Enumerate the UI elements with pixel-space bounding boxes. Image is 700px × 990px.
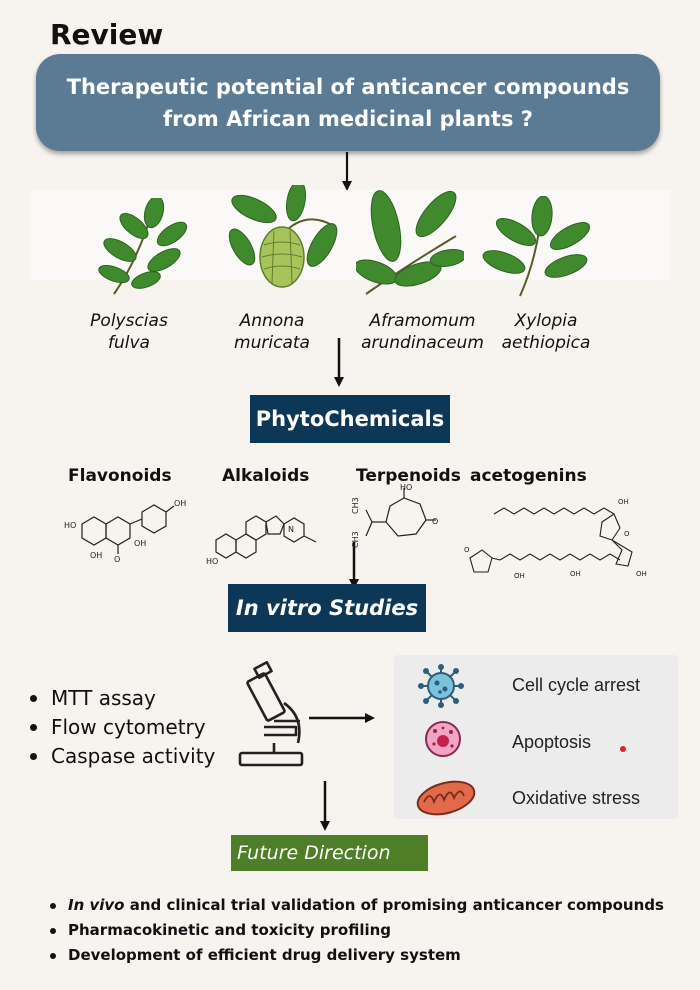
virus-cell-icon bbox=[418, 664, 464, 708]
microscope-icon bbox=[238, 661, 304, 767]
invitro-studies-box: In vitro Studies bbox=[228, 584, 426, 632]
svg-text:HO: HO bbox=[206, 557, 218, 566]
acetogenin-structure-icon: OH OH OH OH O O bbox=[464, 498, 647, 580]
svg-text:O: O bbox=[464, 546, 470, 554]
apoptotic-cell-icon bbox=[425, 721, 461, 757]
plant-name-polyscias: Polyscias fulva bbox=[90, 311, 168, 353]
leafy-branch-icon bbox=[98, 198, 188, 295]
direction-item: Development of efficient drug delivery s… bbox=[50, 943, 664, 968]
red-dot-marker bbox=[620, 746, 626, 752]
svg-text:OH: OH bbox=[618, 498, 629, 506]
plant-name-aframomum: Aframomum arundinaceum bbox=[361, 311, 484, 353]
svg-text:HO: HO bbox=[400, 484, 412, 492]
svg-text:OH: OH bbox=[174, 499, 186, 508]
svg-text:OH: OH bbox=[90, 551, 102, 560]
future-direction-box: Future Direction bbox=[231, 835, 428, 871]
future-direction-label: Future Direction bbox=[237, 842, 391, 864]
xylopia-leaf-icon bbox=[482, 196, 591, 297]
question-banner: Therapeutic potential of anticancer comp… bbox=[36, 54, 660, 151]
phytochemicals-box: PhytoChemicals bbox=[250, 395, 450, 443]
svg-text:N: N bbox=[288, 525, 294, 534]
class-acetogenins: acetogenins bbox=[470, 466, 587, 486]
alkaloid-structure-icon: HO N bbox=[206, 515, 317, 566]
assay-item: Caspase activity bbox=[28, 742, 215, 771]
aframomum-leaf-icon bbox=[356, 190, 464, 295]
plant-name-annona: Annona muricata bbox=[234, 311, 310, 353]
mitochondrion-icon bbox=[416, 780, 476, 816]
effect-apoptosis: Apoptosis bbox=[512, 732, 592, 752]
plant-name-xylopia: Xylopia aethiopica bbox=[501, 311, 591, 353]
svg-text:CH3: CH3 bbox=[351, 531, 360, 548]
invitro-label-italic: In vitro bbox=[235, 596, 322, 620]
bullet-icon bbox=[50, 902, 56, 909]
question-line-2: from African medicinal plants ? bbox=[163, 106, 533, 131]
review-label: Review bbox=[50, 18, 164, 51]
svg-text:O: O bbox=[432, 517, 438, 526]
future-direction-list: In vivo and clinical trial validation of… bbox=[50, 893, 664, 968]
svg-text:OH: OH bbox=[636, 570, 647, 578]
direction-item: Pharmacokinetic and toxicity profiling bbox=[50, 918, 664, 943]
assay-item: Flow cytometry bbox=[28, 713, 215, 742]
svg-text:O: O bbox=[624, 530, 630, 538]
effect-cell-cycle-arrest: Cell cycle arrest bbox=[512, 675, 641, 695]
class-terpenoids: Terpenoids bbox=[356, 466, 461, 486]
bullet-icon bbox=[50, 927, 56, 934]
invitro-label-rest: Studies bbox=[321, 596, 419, 620]
svg-text:OH: OH bbox=[570, 570, 581, 578]
svg-text:OH: OH bbox=[514, 572, 525, 580]
question-line-1: Therapeutic potential of anticancer comp… bbox=[66, 74, 630, 99]
effect-oxidative-stress: Oxidative stress bbox=[512, 788, 641, 808]
flavonoid-structure-icon: HO OH OH O OH bbox=[64, 499, 186, 564]
class-alkaloids: Alkaloids bbox=[222, 466, 310, 486]
bullet-icon bbox=[30, 724, 37, 731]
phytochemicals-label: PhytoChemicals bbox=[255, 407, 445, 431]
terpenoid-structure-icon: HO O CH3 CH3 bbox=[351, 484, 438, 548]
assay-list: MTT assay Flow cytometry Caspase activit… bbox=[28, 684, 215, 771]
svg-text:O: O bbox=[114, 555, 120, 564]
bullet-icon bbox=[30, 753, 37, 760]
assay-item: MTT assay bbox=[28, 684, 215, 713]
class-flavonoids: Flavonoids bbox=[68, 466, 172, 486]
direction-item: In vivo and clinical trial validation of… bbox=[50, 893, 664, 918]
svg-text:CH3: CH3 bbox=[351, 497, 360, 514]
bullet-icon bbox=[30, 695, 37, 702]
bullet-icon bbox=[50, 952, 56, 959]
svg-text:OH: OH bbox=[134, 539, 146, 548]
svg-text:HO: HO bbox=[64, 521, 76, 530]
soursop-fruit-icon bbox=[228, 185, 338, 288]
